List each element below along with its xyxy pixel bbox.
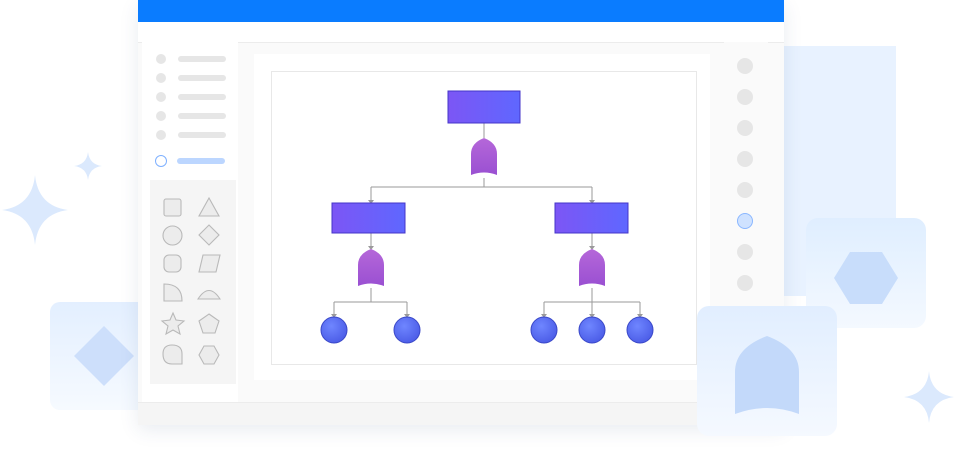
sparkle-right-icon	[904, 371, 954, 423]
right-panel-dot[interactable]	[737, 182, 753, 198]
quarter-circle-shape-icon[interactable]	[163, 283, 183, 302]
right-panel-dot[interactable]	[737, 120, 753, 136]
parallelogram-shape-icon[interactable]	[198, 254, 221, 273]
basic-event-circle[interactable]	[530, 316, 558, 344]
sidebar-item-selected[interactable]	[155, 155, 225, 167]
bullet-icon	[156, 73, 166, 83]
star-shape-icon[interactable]	[160, 311, 186, 336]
arch-decoration-icon	[735, 336, 799, 414]
right-panel-dot-active[interactable]	[737, 213, 753, 229]
left-panel	[142, 42, 238, 402]
right-panel-dot[interactable]	[737, 89, 753, 105]
hexagon-decoration-icon	[834, 252, 898, 304]
sidebar-item-placeholder	[178, 132, 226, 138]
background-card-arch	[697, 306, 837, 436]
basic-event-circle[interactable]	[578, 316, 606, 344]
basic-event-circle[interactable]	[320, 316, 348, 344]
bullet-icon	[156, 130, 166, 140]
or-gate-icon[interactable]	[471, 138, 497, 175]
intermediate-event-box[interactable]	[331, 202, 406, 234]
or-gate-icon[interactable]	[579, 249, 605, 286]
toolbar	[138, 22, 784, 43]
basic-event-circle[interactable]	[393, 316, 421, 344]
hexagon-shape-icon[interactable]	[198, 345, 220, 365]
shape-library	[150, 180, 236, 384]
right-panel-dot[interactable]	[737, 244, 753, 260]
top-event-box[interactable]	[447, 90, 521, 124]
sidebar-item-placeholder	[177, 158, 225, 164]
bullet-icon	[156, 92, 166, 102]
or-gate-icon[interactable]	[358, 249, 384, 286]
radio-selected-icon	[155, 155, 167, 167]
circle-shape-icon[interactable]	[162, 225, 183, 246]
right-panel-dot[interactable]	[737, 151, 753, 167]
square-shape-icon[interactable]	[163, 198, 182, 217]
pentagon-shape-icon[interactable]	[198, 313, 220, 334]
sidebar-item-placeholder	[178, 113, 226, 119]
sidebar-item-placeholder	[178, 56, 226, 62]
diamond-decoration-icon	[74, 326, 134, 386]
diamond-shape-icon[interactable]	[198, 224, 220, 246]
right-panel-dot[interactable]	[737, 58, 753, 74]
fault-tree-diagram	[320, 90, 654, 344]
bullet-icon	[156, 54, 166, 64]
sidebar-item-placeholder	[178, 94, 226, 100]
title-bar	[138, 0, 784, 22]
connector-arrowheads	[331, 200, 643, 318]
status-bar	[138, 402, 784, 425]
shape-library-grid	[160, 196, 222, 365]
sparkle-small-icon	[74, 152, 102, 180]
right-panel-dot[interactable]	[737, 275, 753, 291]
teardrop-shape-icon[interactable]	[162, 344, 183, 365]
rounded-square-shape-icon[interactable]	[163, 254, 182, 273]
intermediate-event-box[interactable]	[554, 202, 629, 234]
sidebar-item-placeholder	[178, 75, 226, 81]
semicircle-shape-icon[interactable]	[196, 289, 222, 300]
basic-event-circle[interactable]	[626, 316, 654, 344]
triangle-shape-icon[interactable]	[198, 196, 220, 217]
app-window	[138, 0, 784, 425]
bullet-icon	[156, 111, 166, 121]
diagram-page[interactable]	[271, 71, 697, 365]
sparkle-large-icon	[2, 175, 68, 245]
